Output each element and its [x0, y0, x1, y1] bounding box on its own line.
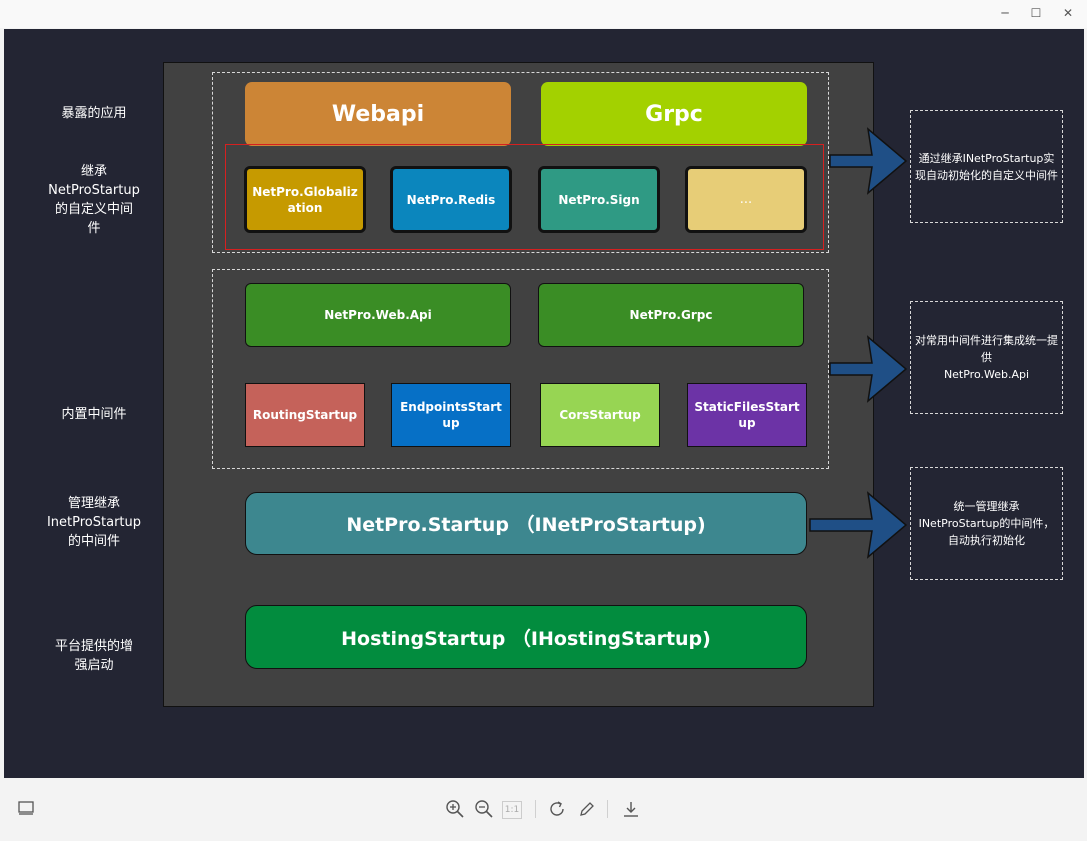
- arrow-right-icon: [829, 335, 908, 403]
- cors-box: CorsStartup: [540, 383, 660, 447]
- redis-box: NetPro.Redis: [390, 166, 512, 233]
- note-integrate: 对常用中间件进行集成统一提供 NetPro.Web.Api: [910, 301, 1063, 414]
- zoom-in-icon[interactable]: [444, 799, 466, 821]
- label-exposed-apps: 暴露的应用: [61, 106, 127, 121]
- label-inherit-custom: 继承 NetProStartup 的自定义中间 件: [48, 164, 140, 236]
- label-builtin: 内置中间件: [61, 407, 127, 422]
- download-icon[interactable]: [620, 799, 642, 821]
- actual-size-button[interactable]: 1:1: [502, 801, 522, 819]
- rotate-icon[interactable]: [547, 799, 569, 821]
- maximize-button[interactable]: ☐: [1030, 6, 1042, 20]
- note-unified: 统一管理继承INetProStartup的中间件，自动执行初始化: [910, 467, 1063, 580]
- arrow-right-icon: [829, 127, 908, 195]
- label-platform: 平台提供的增 强启动: [54, 639, 133, 673]
- hosting-startup-box: HostingStartup （IHostingStartup): [245, 605, 807, 669]
- image-viewport[interactable]: 暴露的应用 继承 NetProStartup 的自定义中间 件 内置中间件 管理…: [4, 29, 1084, 778]
- zoom-out-icon[interactable]: [473, 799, 495, 821]
- note-auto-init: 通过继承INetProStartup实现自动初始化的自定义中间件: [910, 110, 1063, 223]
- toolbar-divider: [535, 800, 536, 818]
- endpoints-box: EndpointsStartup: [391, 383, 511, 447]
- more-box: ...: [685, 166, 807, 233]
- globalization-box: NetPro.Globalization: [244, 166, 366, 233]
- builtin-group: [212, 269, 829, 469]
- grpc-builtin-box: NetPro.Grpc: [538, 283, 804, 347]
- sign-box: NetPro.Sign: [538, 166, 660, 233]
- grpc-box: Grpc: [541, 82, 807, 146]
- arrow-right-icon: [809, 491, 908, 559]
- custom-middleware-outline: [225, 144, 824, 250]
- routing-box: RoutingStartup: [245, 383, 365, 447]
- label-manage-inherit: 管理继承 InetProStartup 的中间件: [46, 496, 142, 549]
- minimize-button[interactable]: ─: [1001, 6, 1009, 20]
- close-button[interactable]: ✕: [1062, 6, 1074, 20]
- static-files-box: StaticFilesStartup: [687, 383, 807, 447]
- webapi-box: Webapi: [245, 82, 511, 146]
- viewer-toolbar: 1:1: [0, 779, 1087, 841]
- pencil-icon[interactable]: [576, 799, 598, 821]
- apps-group: [212, 72, 829, 253]
- toolbar-divider: [607, 800, 608, 818]
- layout-icon[interactable]: [15, 799, 37, 821]
- web-api-box: NetPro.Web.Api: [245, 283, 511, 347]
- title-bar: ─ ☐ ✕: [0, 0, 1087, 28]
- netpro-startup-box: NetPro.Startup （INetProStartup): [245, 492, 807, 555]
